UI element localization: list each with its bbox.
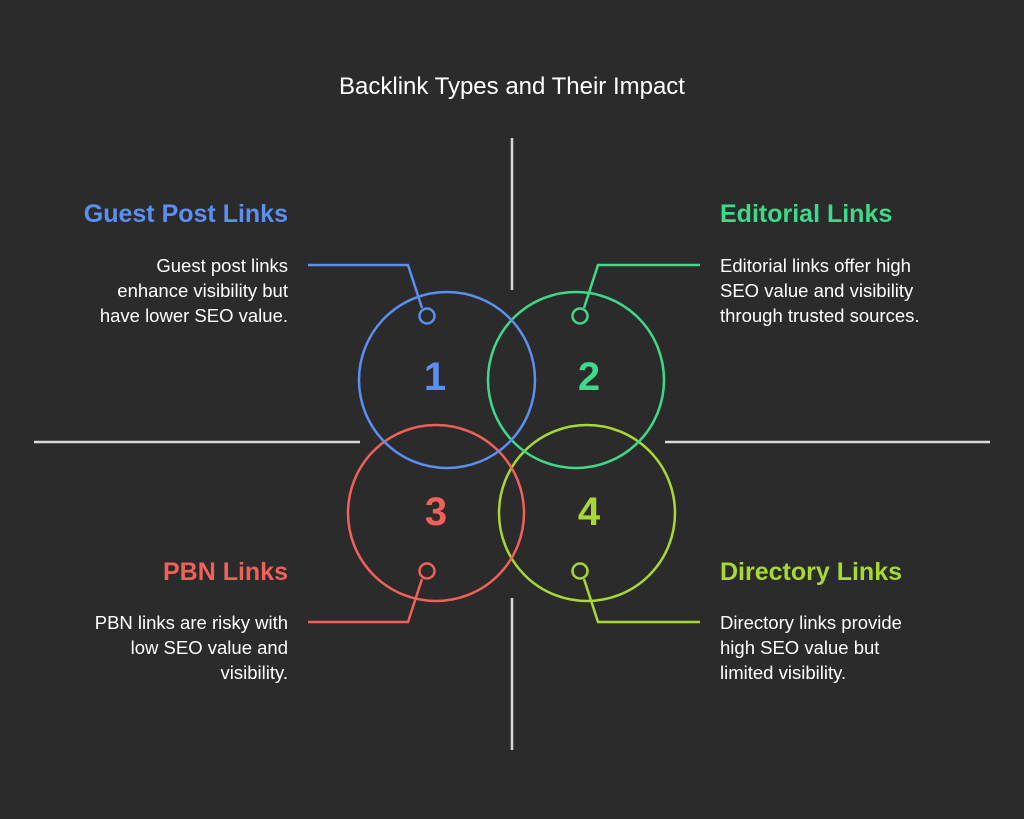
desc-pbn-line-1: PBN links are risky with xyxy=(95,612,288,633)
desc-editorial-line-1: Editorial links offer high xyxy=(720,255,911,276)
number-1: 1 xyxy=(424,355,446,399)
circle-directory xyxy=(497,423,677,603)
circle-pbn xyxy=(346,423,526,603)
connector-dot-directory xyxy=(571,562,589,580)
circle-guest xyxy=(357,290,537,470)
heading-editorial: Editorial Links xyxy=(720,200,892,228)
desc-pbn-line-3: visibility. xyxy=(221,662,289,683)
desc-pbn-line-2: low SEO value and xyxy=(131,637,288,658)
heading-guest-post: Guest Post Links xyxy=(84,200,288,228)
number-3: 3 xyxy=(425,490,447,534)
desc-editorial-line-3: through trusted sources. xyxy=(720,305,920,326)
desc-guest-line-3: have lower SEO value. xyxy=(100,305,288,326)
heading-pbn: PBN Links xyxy=(163,558,288,586)
desc-editorial-line-2: SEO value and visibility xyxy=(720,280,914,301)
connector-dot-guest xyxy=(418,307,436,325)
diagram-title: Backlink Types and Their Impact xyxy=(339,73,685,100)
circle-editorial xyxy=(486,290,666,470)
connector-pbn xyxy=(308,578,424,624)
number-4: 4 xyxy=(578,490,601,534)
desc-guest-line-1: Guest post links xyxy=(156,255,288,276)
connector-directory xyxy=(582,578,700,624)
desc-directory-line-2: high SEO value but xyxy=(720,637,879,658)
desc-directory-line-1: Directory links provide xyxy=(720,612,902,633)
desc-guest-line-2: enhance visibility but xyxy=(117,280,288,301)
heading-directory: Directory Links xyxy=(720,558,902,586)
connector-guest xyxy=(308,263,424,309)
connector-editorial xyxy=(582,263,700,309)
connector-dot-editorial xyxy=(571,307,589,325)
connector-dot-pbn xyxy=(418,562,436,580)
number-2: 2 xyxy=(578,355,600,399)
desc-directory-line-3: limited visibility. xyxy=(720,662,846,683)
